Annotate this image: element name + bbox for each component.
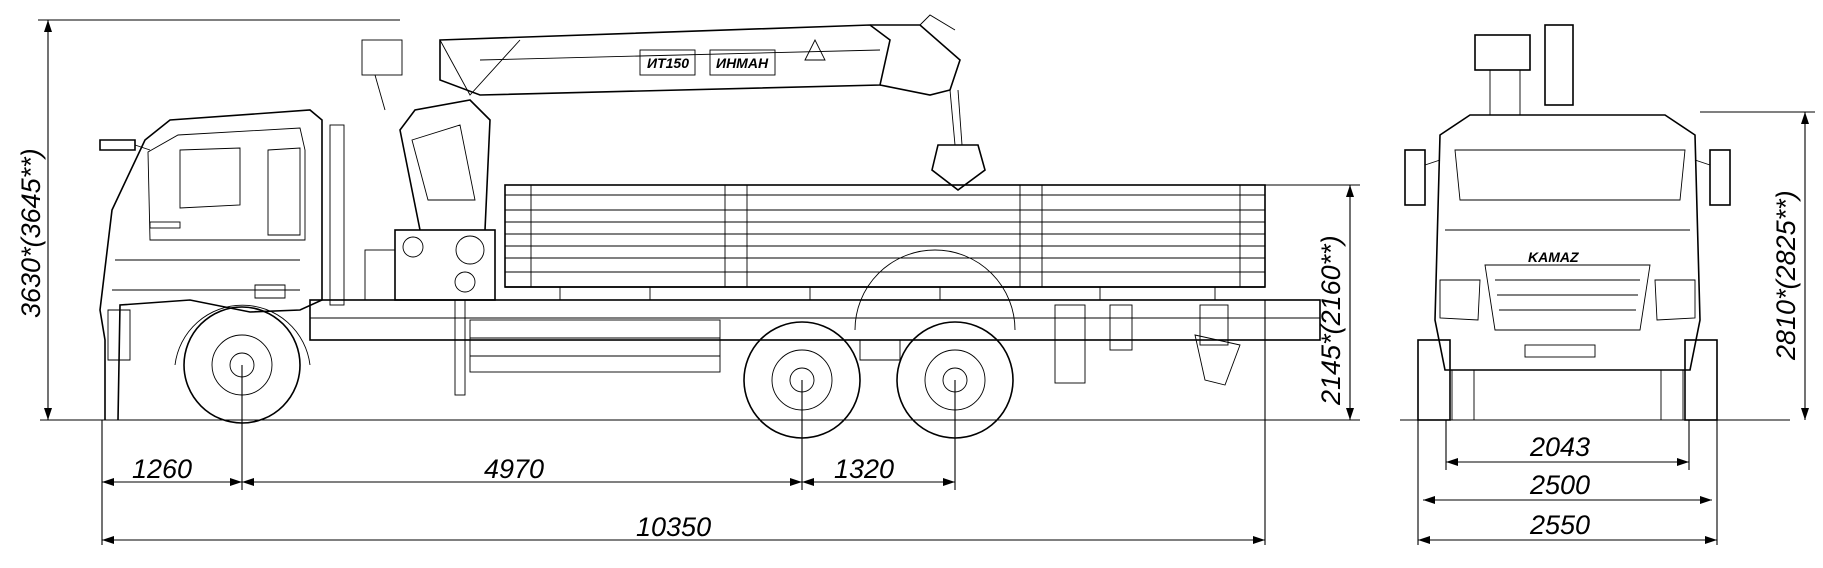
kamaz-badge: KAMAZ xyxy=(1528,249,1579,265)
front-cab xyxy=(1434,114,1701,371)
windshield xyxy=(1454,149,1686,201)
chassis-frame xyxy=(309,299,1321,386)
left-mirror xyxy=(1404,149,1426,206)
boom-label-right xyxy=(709,49,776,76)
crane-boom: ИТ150 ИНМАН xyxy=(439,14,986,192)
axle-spacing-value: 1320 xyxy=(834,454,894,484)
front-view: KAMAZ xyxy=(1400,24,1790,421)
boom-label-it150: ИТ150 xyxy=(647,55,689,71)
license-plate xyxy=(1524,344,1596,358)
overall-length-value: 10350 xyxy=(636,512,711,542)
wheelbase-value: 4970 xyxy=(484,454,544,484)
side-mirror xyxy=(99,139,136,151)
left-headlight xyxy=(1439,279,1481,321)
cab xyxy=(99,109,345,421)
boom-label-inman: ИНМАН xyxy=(716,55,769,71)
crane-base xyxy=(361,39,496,396)
overall-height-value: 3630*(3645**) xyxy=(16,148,46,318)
platform-height-value: 2145*(2160**) xyxy=(1316,235,1346,406)
outrigger xyxy=(454,299,466,396)
front-right-tyre xyxy=(1684,339,1718,421)
front-dimensions: 2810*(2825**) 2043 2500 2550 xyxy=(1417,111,1815,545)
right-headlight xyxy=(1654,279,1696,321)
exhaust-stack xyxy=(329,124,345,306)
track-width-value: 2043 xyxy=(1529,432,1590,462)
body-width-value: 2500 xyxy=(1529,470,1590,500)
overall-width-value: 2550 xyxy=(1529,510,1590,540)
front-overhang-value: 1260 xyxy=(132,454,192,484)
front-height-value: 2810*(2825**) xyxy=(1771,190,1801,361)
crane-hook xyxy=(931,144,986,192)
side-dimensions: 3630*(3645**) 2145*(2160**) 1260 4970 13… xyxy=(16,19,1360,545)
cargo-platform xyxy=(504,184,1266,300)
right-mirror xyxy=(1709,149,1731,206)
crane-seat-front xyxy=(1474,34,1531,71)
side-view: ИТ150 ИНМАН xyxy=(40,14,1360,439)
front-left-tyre xyxy=(1417,339,1451,421)
grille xyxy=(1484,264,1651,331)
fuel-tank xyxy=(469,319,721,373)
operator-seat xyxy=(361,39,403,76)
boom-label-left xyxy=(639,49,696,76)
